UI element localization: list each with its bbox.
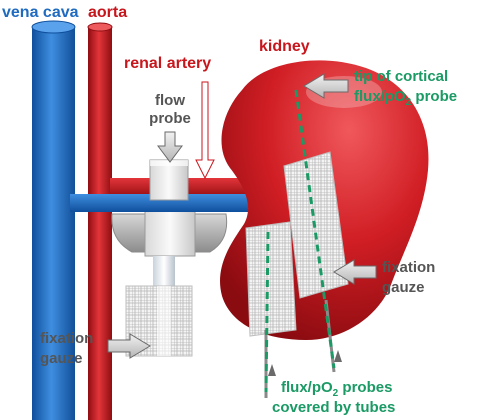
label-probes-line2: covered by tubes [272,399,395,416]
label-tip-line1: tip of cortical [354,68,448,85]
label-kidney: kidney [259,38,310,55]
label-fixation-gauze-left-line1: fixation [40,330,93,347]
aorta-vessel [87,22,113,420]
label-renal-artery: renal artery [124,55,211,72]
label-fixation-gauze-right-line2: gauze [382,279,425,296]
arrow-flow-probe [157,131,183,163]
flux-po2-probe-paths [264,89,336,393]
arrow-fixation-gauze-right [333,259,377,285]
label-flow-probe-line1: flow [155,92,185,109]
label-vena-cava: vena cava [2,4,79,21]
arrow-probes-left [268,364,276,376]
arrow-renal-artery [195,81,215,180]
arrow-tip-cortical [303,73,349,99]
right-fixation-gauze [245,151,349,337]
label-tip-line2: flux/pO2 probe [354,88,457,108]
label-flow-probe-line2: probe [149,110,191,127]
renal-vein-vessel [70,194,248,212]
label-aorta: aorta [88,4,127,21]
flow-probe [149,159,189,201]
arrow-fixation-gauze-left [107,333,151,359]
label-fixation-gauze-left-line2: gauze [40,350,83,367]
label-fixation-gauze-right-line1: fixation [382,259,435,276]
probe-holder [111,205,228,257]
vena-cava-vessel [31,20,76,420]
label-probes-line1: flux/pO2 probes [281,379,392,399]
arrow-probes-right [334,350,342,362]
